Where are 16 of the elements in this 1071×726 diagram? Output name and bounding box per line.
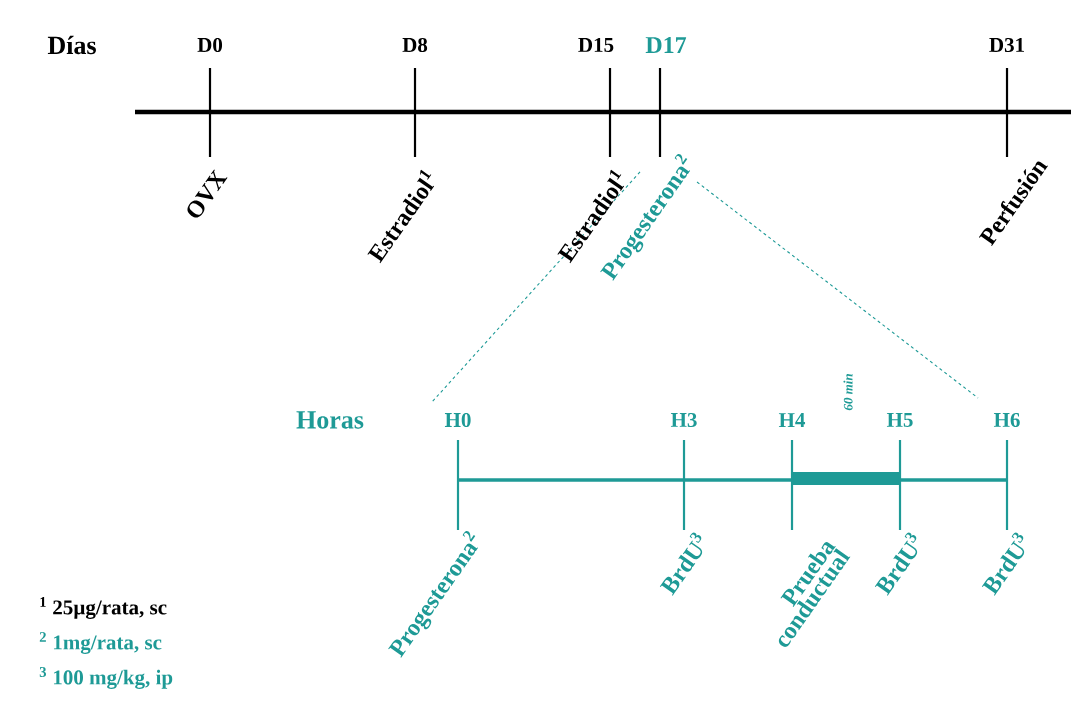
tick-label: D8 (402, 37, 428, 53)
tick-label: D31 (989, 37, 1024, 53)
tick-label: D15 (578, 37, 614, 53)
footnote: $^{3}$ 100 mg/kg, ip (39, 667, 173, 689)
tick-label: H3 (670, 412, 697, 428)
tick-label: H6 (993, 412, 1020, 428)
tick-label: D17 (645, 37, 687, 53)
axis-label: Horas (296, 411, 364, 429)
tick-label: D0 (197, 37, 223, 53)
tick-label: H4 (778, 413, 806, 427)
duration-label: 60 min (843, 374, 853, 411)
tick-label: H0 (444, 412, 471, 428)
footnote: $^{2}$ 1mg/rata, sc (39, 632, 162, 654)
footnote: $^{1}$ 25µg/rata, sc (40, 597, 167, 619)
axis-label: Días (47, 35, 96, 55)
tick-label: H5 (886, 413, 913, 427)
